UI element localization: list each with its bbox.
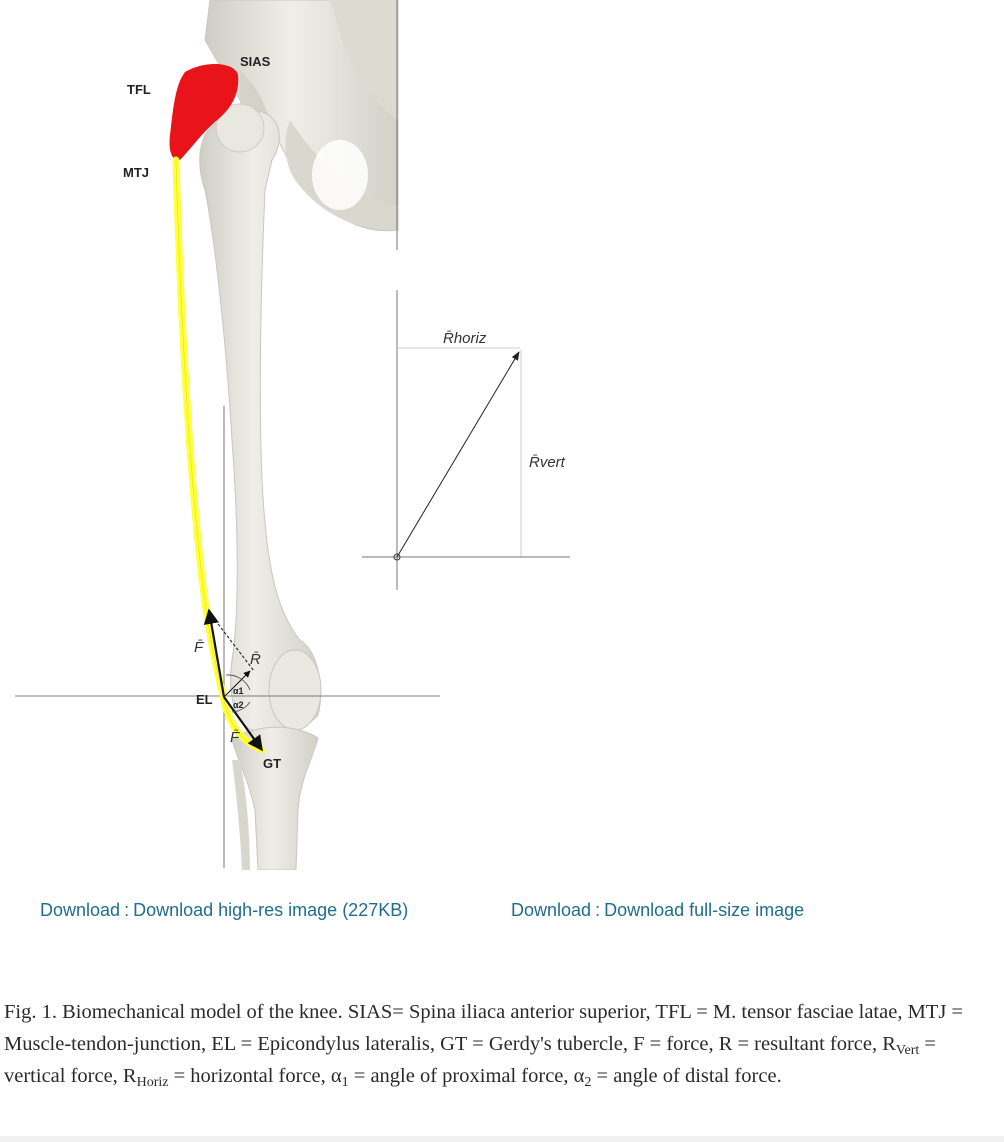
label-gt: GT [263,756,281,771]
patella-bone [268,649,322,731]
caption-text-1: Biomechanical model of the knee. SIAS= S… [4,1001,963,1055]
download-fullsize-separator: : [595,900,601,920]
download-highres-separator: : [124,900,130,920]
download-highres-label: Download high-res image (227KB) [133,900,409,920]
caption-text-2: = vertical force, R [4,1033,936,1087]
label-r-horiz: R̄horiz [443,330,487,347]
figure-caption: Fig. 1. Biomechanical model of the knee.… [4,996,994,1092]
download-highres-prefix: Download [40,900,121,920]
tibia-bone [231,726,319,870]
label-r-knee: R̄ [250,651,261,668]
label-sias: SIAS [240,54,271,69]
label-mtj: MTJ [123,165,149,180]
label-el: EL [196,692,213,707]
resultant-vector-arrow [396,351,520,558]
construction-lines [15,0,440,868]
page-bottom-bar [0,1136,1004,1142]
download-links: Download:Download high-res image (227KB)… [0,900,1004,930]
label-f-proximal: F̄ [194,639,204,656]
caption-text-3: = horizontal force, α [168,1065,342,1087]
caption-sub-horiz: Horiz [136,1075,169,1090]
caption-figure-number: Fig. 1. [4,1001,57,1023]
femur-bone [199,103,322,735]
label-alpha1: α1 [233,686,244,696]
download-fullsize-prefix: Download [511,900,592,920]
label-tfl: TFL [127,82,151,97]
tfl-muscle [169,64,239,161]
download-fullsize-link[interactable]: Download:Download full-size image [511,900,804,921]
vector-diagram [362,347,570,561]
download-fullsize-label: Download full-size image [604,900,805,920]
caption-sub-vert: Vert [895,1043,920,1058]
pelvis-bone [204,0,399,232]
label-r-vert: R̄vert [529,454,566,471]
caption-text-5: = angle of distal force. [591,1065,782,1087]
download-highres-link[interactable]: Download:Download high-res image (227KB) [40,900,408,921]
knee-force-arrows [203,608,263,752]
caption-sub-1: 1 [341,1075,349,1090]
caption-sub-2: 2 [584,1075,592,1090]
label-f-distal: F̄ [230,729,240,746]
label-alpha2: α2 [233,700,244,710]
caption-text-4: = angle of proximal force, α [348,1065,585,1087]
knee-model-figure: SIAS TFL MTJ R̄horiz R̄vert F̄ R̄ EL α1 … [0,0,600,870]
knee-model-illustration: SIAS TFL MTJ R̄horiz R̄vert F̄ R̄ EL α1 … [15,0,570,870]
